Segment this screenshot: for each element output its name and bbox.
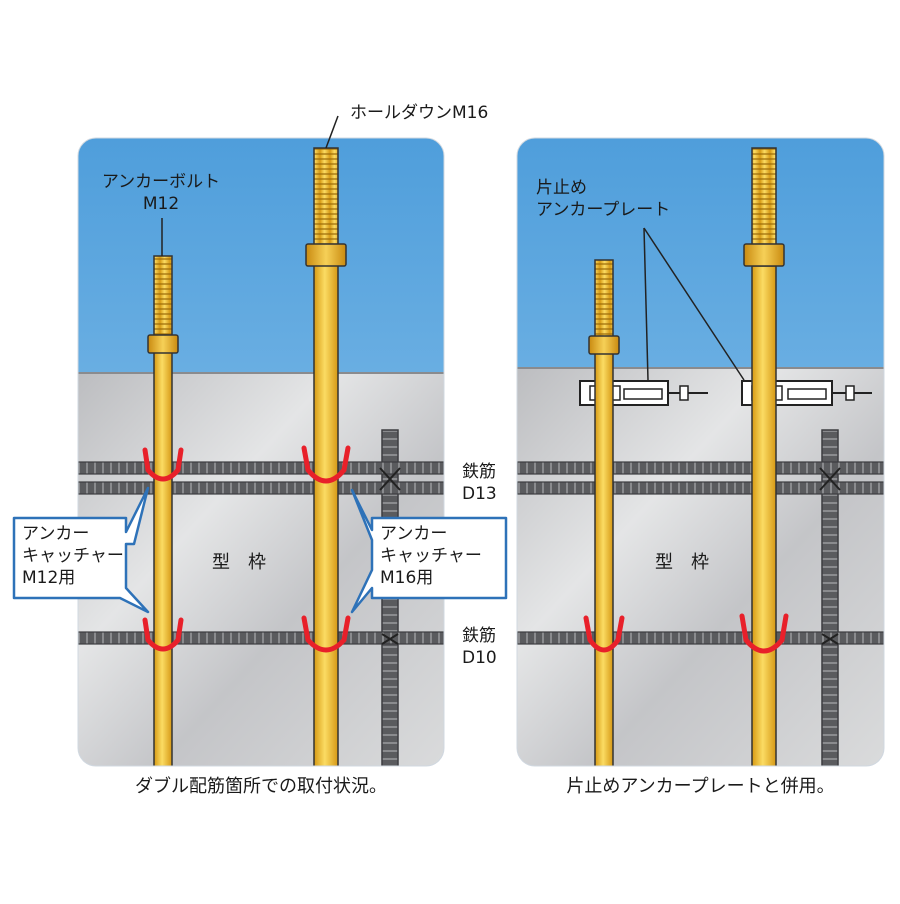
catcher-m16-line2: キャッチャー: [380, 546, 482, 566]
catcher-m16-line3: M16用: [380, 568, 434, 588]
catcher-m16-line1: アンカー: [380, 524, 448, 544]
anchor-bolt-m12: [147, 255, 179, 766]
formwork-left-label: 型 枠: [212, 552, 266, 573]
callout-m12: [12, 486, 150, 614]
holddown-m16: [305, 147, 347, 766]
catcher-m12-line3: M12用: [22, 568, 76, 588]
rebar-d13-name: 鉄筋: [462, 462, 496, 482]
holddown-m16-right: [743, 147, 785, 766]
catcher-m12-line2: キャッチャー: [22, 546, 124, 566]
anchor-catcher-m16-top: [301, 445, 351, 484]
anchor-catcher-right-m12: [583, 615, 625, 653]
formwork-right-label: 型 枠: [655, 552, 709, 573]
callout-m16: [350, 488, 508, 614]
plate-label-line1: 片止め: [536, 178, 587, 198]
rebar-d13-size: D13: [462, 484, 497, 504]
anchor-bolt-label: アンカーボルト: [101, 172, 221, 192]
rebar-d10-name: 鉄筋: [462, 626, 496, 646]
right-panel: [517, 138, 884, 766]
anchor-catcher-m16-bottom: [301, 615, 351, 653]
anchor-catcher-right-m16: [739, 613, 789, 654]
rebar-d10-size: D10: [462, 648, 497, 668]
caption-right: 片止めアンカープレートと併用。: [566, 776, 835, 797]
anchor-bolt-m12-right: [588, 259, 620, 766]
anchor-catcher-m12-bottom: [142, 617, 184, 652]
left-panel: [78, 138, 444, 766]
holddown-label: ホールダウンM16: [350, 103, 489, 123]
anchor-catcher-m12-top: [142, 447, 184, 482]
plate-label-line2: アンカープレート: [536, 200, 671, 220]
catcher-m12-line1: アンカー: [22, 524, 90, 544]
anchor-bolt-size-label: M12: [142, 194, 180, 214]
caption-left: ダブル配筋箇所での取付状況。: [135, 776, 387, 797]
